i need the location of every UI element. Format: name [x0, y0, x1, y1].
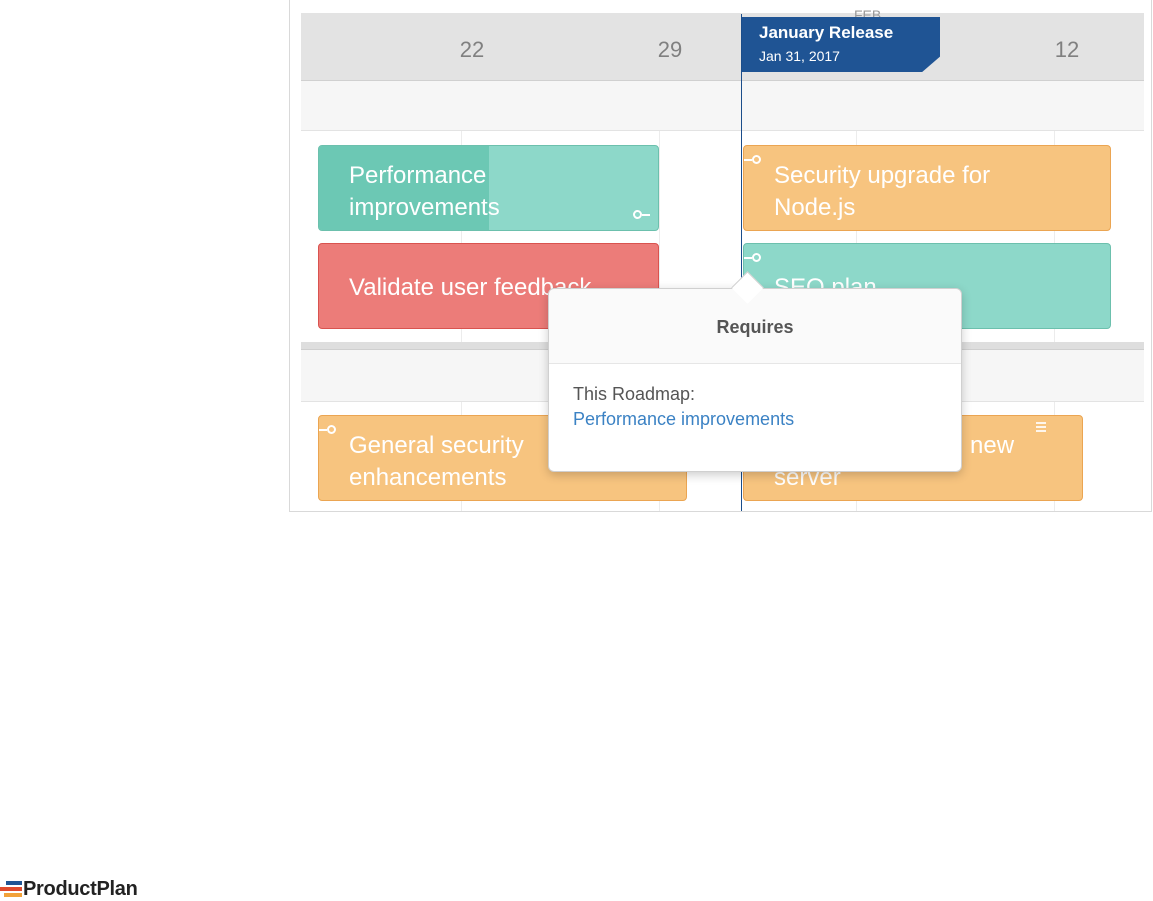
release-line [741, 14, 742, 511]
bar-label: Security upgrade for Node.js [774, 162, 991, 221]
gridline [1054, 131, 1055, 342]
popover-body: This Roadmap: Performance improvements [549, 364, 961, 430]
gridline [461, 131, 462, 342]
dependency-handle-icon[interactable] [752, 253, 761, 262]
release-flag[interactable]: January Release Jan 31, 2017 [742, 17, 940, 72]
timeline-header: FEB 22 29 12 [301, 7, 1144, 80]
release-title: January Release [759, 23, 894, 42]
bar-performance-improvements[interactable]: Performance improvements [318, 145, 659, 231]
logo-mark-icon [0, 881, 22, 897]
dependency-handle-icon[interactable] [752, 155, 761, 164]
drag-handle-icon[interactable] [1036, 422, 1046, 434]
dependency-handle-icon[interactable] [327, 425, 336, 434]
dependency-link[interactable]: Performance improvements [573, 409, 795, 429]
popover-section-label: This Roadmap: [573, 384, 696, 404]
bar-progress-fill [319, 146, 489, 230]
bar-security-upgrade[interactable]: Security upgrade for Node.js [743, 145, 1111, 231]
lane-header-1 [301, 81, 1144, 131]
bar-label: General security enhancements [349, 432, 524, 491]
bar-label: Performance improvements [349, 162, 500, 221]
bar-label-fragment: new [970, 432, 1015, 459]
header-divider [301, 80, 1144, 81]
dependency-stem [744, 159, 752, 161]
gridline [856, 131, 857, 342]
dependency-handle-icon[interactable] [633, 210, 642, 219]
bar-validate-user-feedback[interactable]: Validate user feedback [318, 243, 659, 329]
dependency-stem [642, 214, 650, 216]
dependency-stem [319, 429, 327, 431]
dependency-popover: Requires This Roadmap: Performance impro… [548, 288, 962, 472]
popover-title: Requires [549, 289, 961, 364]
tick-label-22: 22 [459, 37, 485, 62]
tick-label-29: 29 [657, 37, 683, 62]
logo-text: ProductPlan [23, 878, 138, 900]
dependency-stem [744, 257, 752, 259]
release-date: Jan 31, 2017 [759, 48, 840, 64]
gridline [659, 131, 660, 342]
tick-label-12: 12 [1054, 37, 1080, 62]
